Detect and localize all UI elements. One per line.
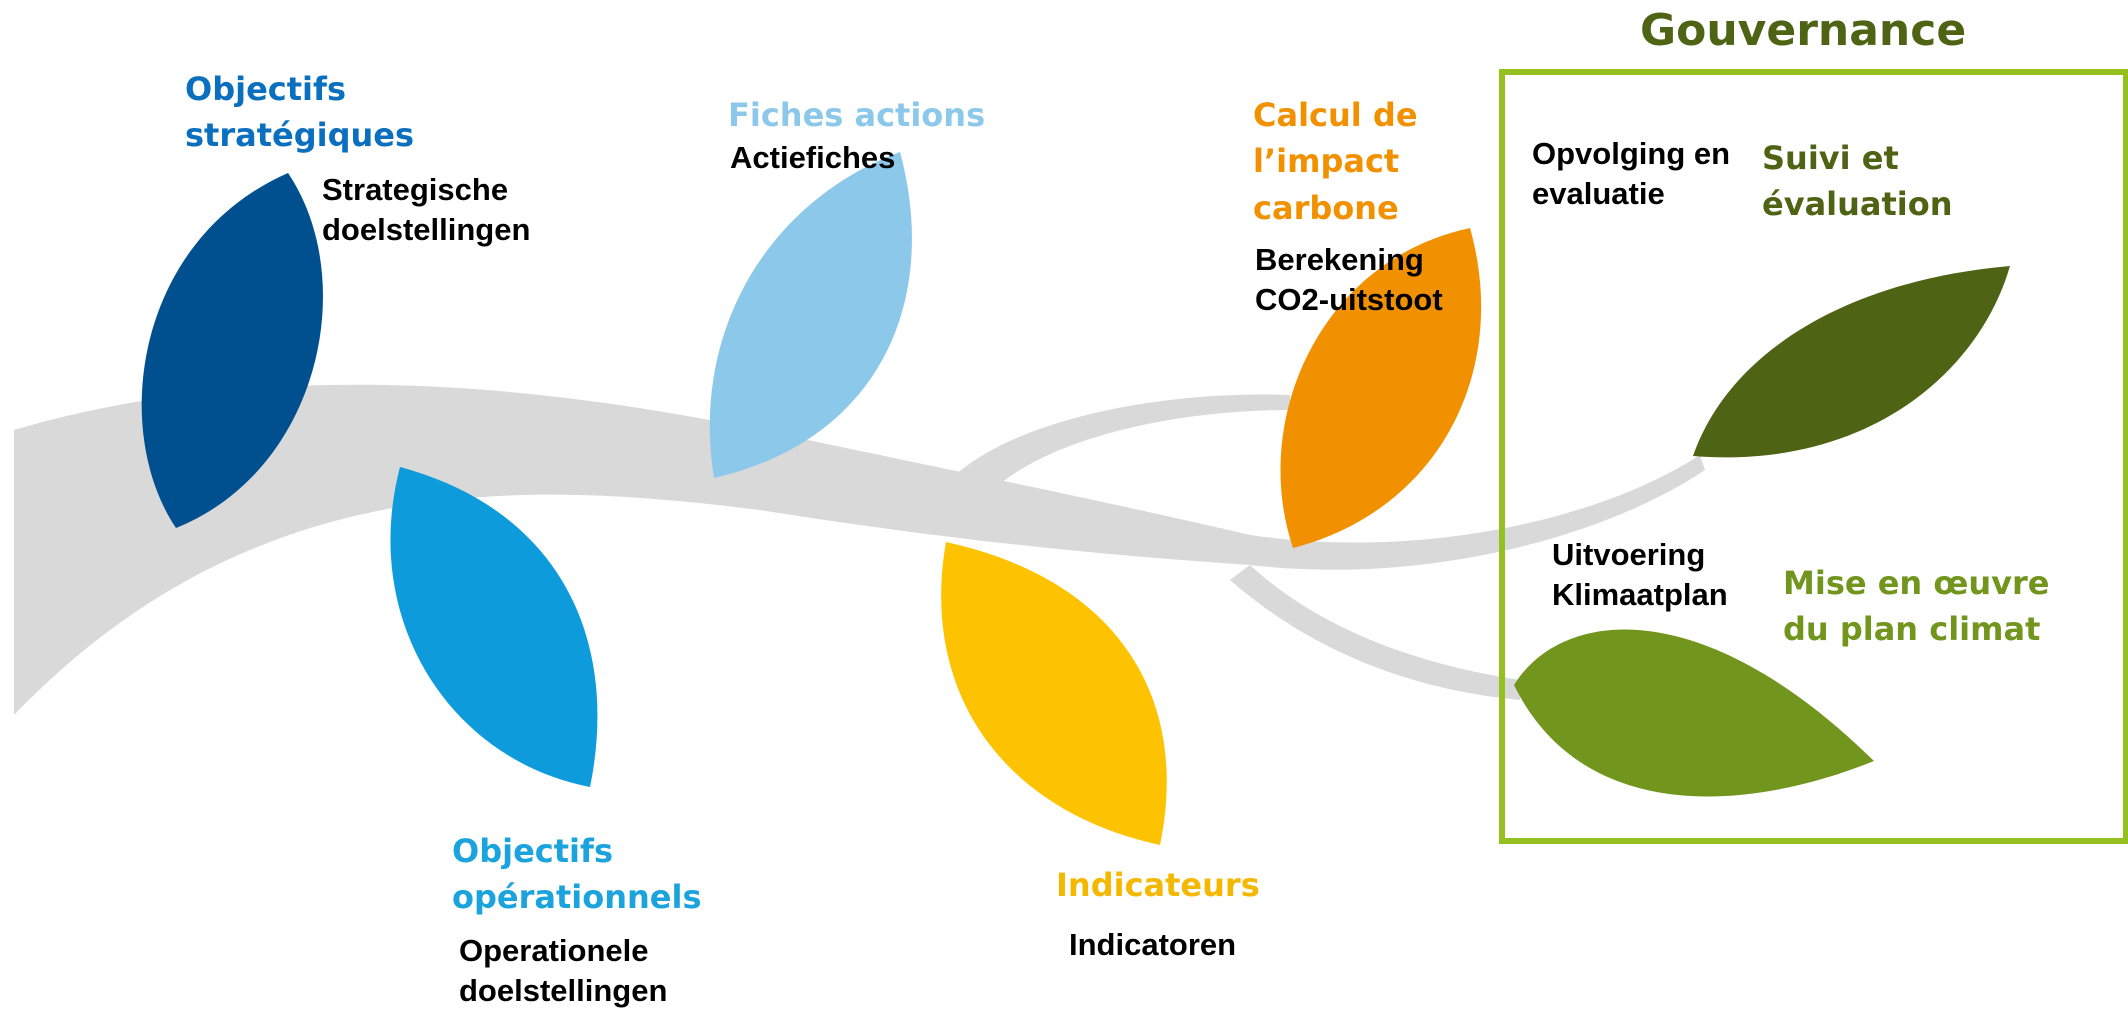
leaf-light-blue bbox=[709, 152, 912, 478]
leaf-mid-blue bbox=[390, 467, 598, 787]
upper-branch bbox=[940, 394, 1290, 510]
label-calcul-impact-fr: Calcul de l’impact carbone bbox=[1253, 96, 1418, 227]
leaf-orange bbox=[1280, 228, 1482, 548]
governance-frame bbox=[1499, 69, 2128, 844]
label-objectifs-strategiques-fr: Objectifs stratégiques bbox=[185, 70, 415, 155]
label-suivi-evaluation-nl: Opvolging en evaluatie bbox=[1532, 136, 1731, 212]
label-suivi-evaluation-fr: Suivi et évaluation bbox=[1762, 139, 1953, 224]
label-indicateurs-fr: Indicateurs bbox=[1056, 866, 1260, 904]
label-mise-en-oeuvre-nl: Uitvoering Klimaatplan bbox=[1552, 537, 1728, 613]
main-branch bbox=[14, 384, 1705, 715]
label-calcul-impact-nl: Berekening CO2-uitstoot bbox=[1255, 242, 1443, 318]
leaf-dark-green bbox=[1693, 266, 2010, 458]
label-indicateurs-nl: Indicatoren bbox=[1069, 927, 1237, 962]
label-objectifs-operationnels-fr: Objectifs opérationnels bbox=[452, 832, 702, 917]
label-fiches-actions-nl: Actiefiches bbox=[730, 140, 896, 175]
governance-title: Gouvernance bbox=[1640, 5, 1967, 56]
label-mise-en-oeuvre-fr: Mise en œuvre du plan climat bbox=[1783, 564, 2050, 649]
label-objectifs-strategiques-nl: Strategische doelstellingen bbox=[322, 172, 531, 248]
lower-branch bbox=[1230, 565, 1520, 700]
leaf-dark-blue bbox=[141, 173, 323, 528]
leaf-yellow bbox=[941, 542, 1167, 845]
leaf-light-green bbox=[1514, 629, 1874, 797]
label-objectifs-operationnels-nl: Operationele doelstellingen bbox=[459, 933, 668, 1009]
label-fiches-actions-fr: Fiches actions bbox=[728, 96, 986, 134]
